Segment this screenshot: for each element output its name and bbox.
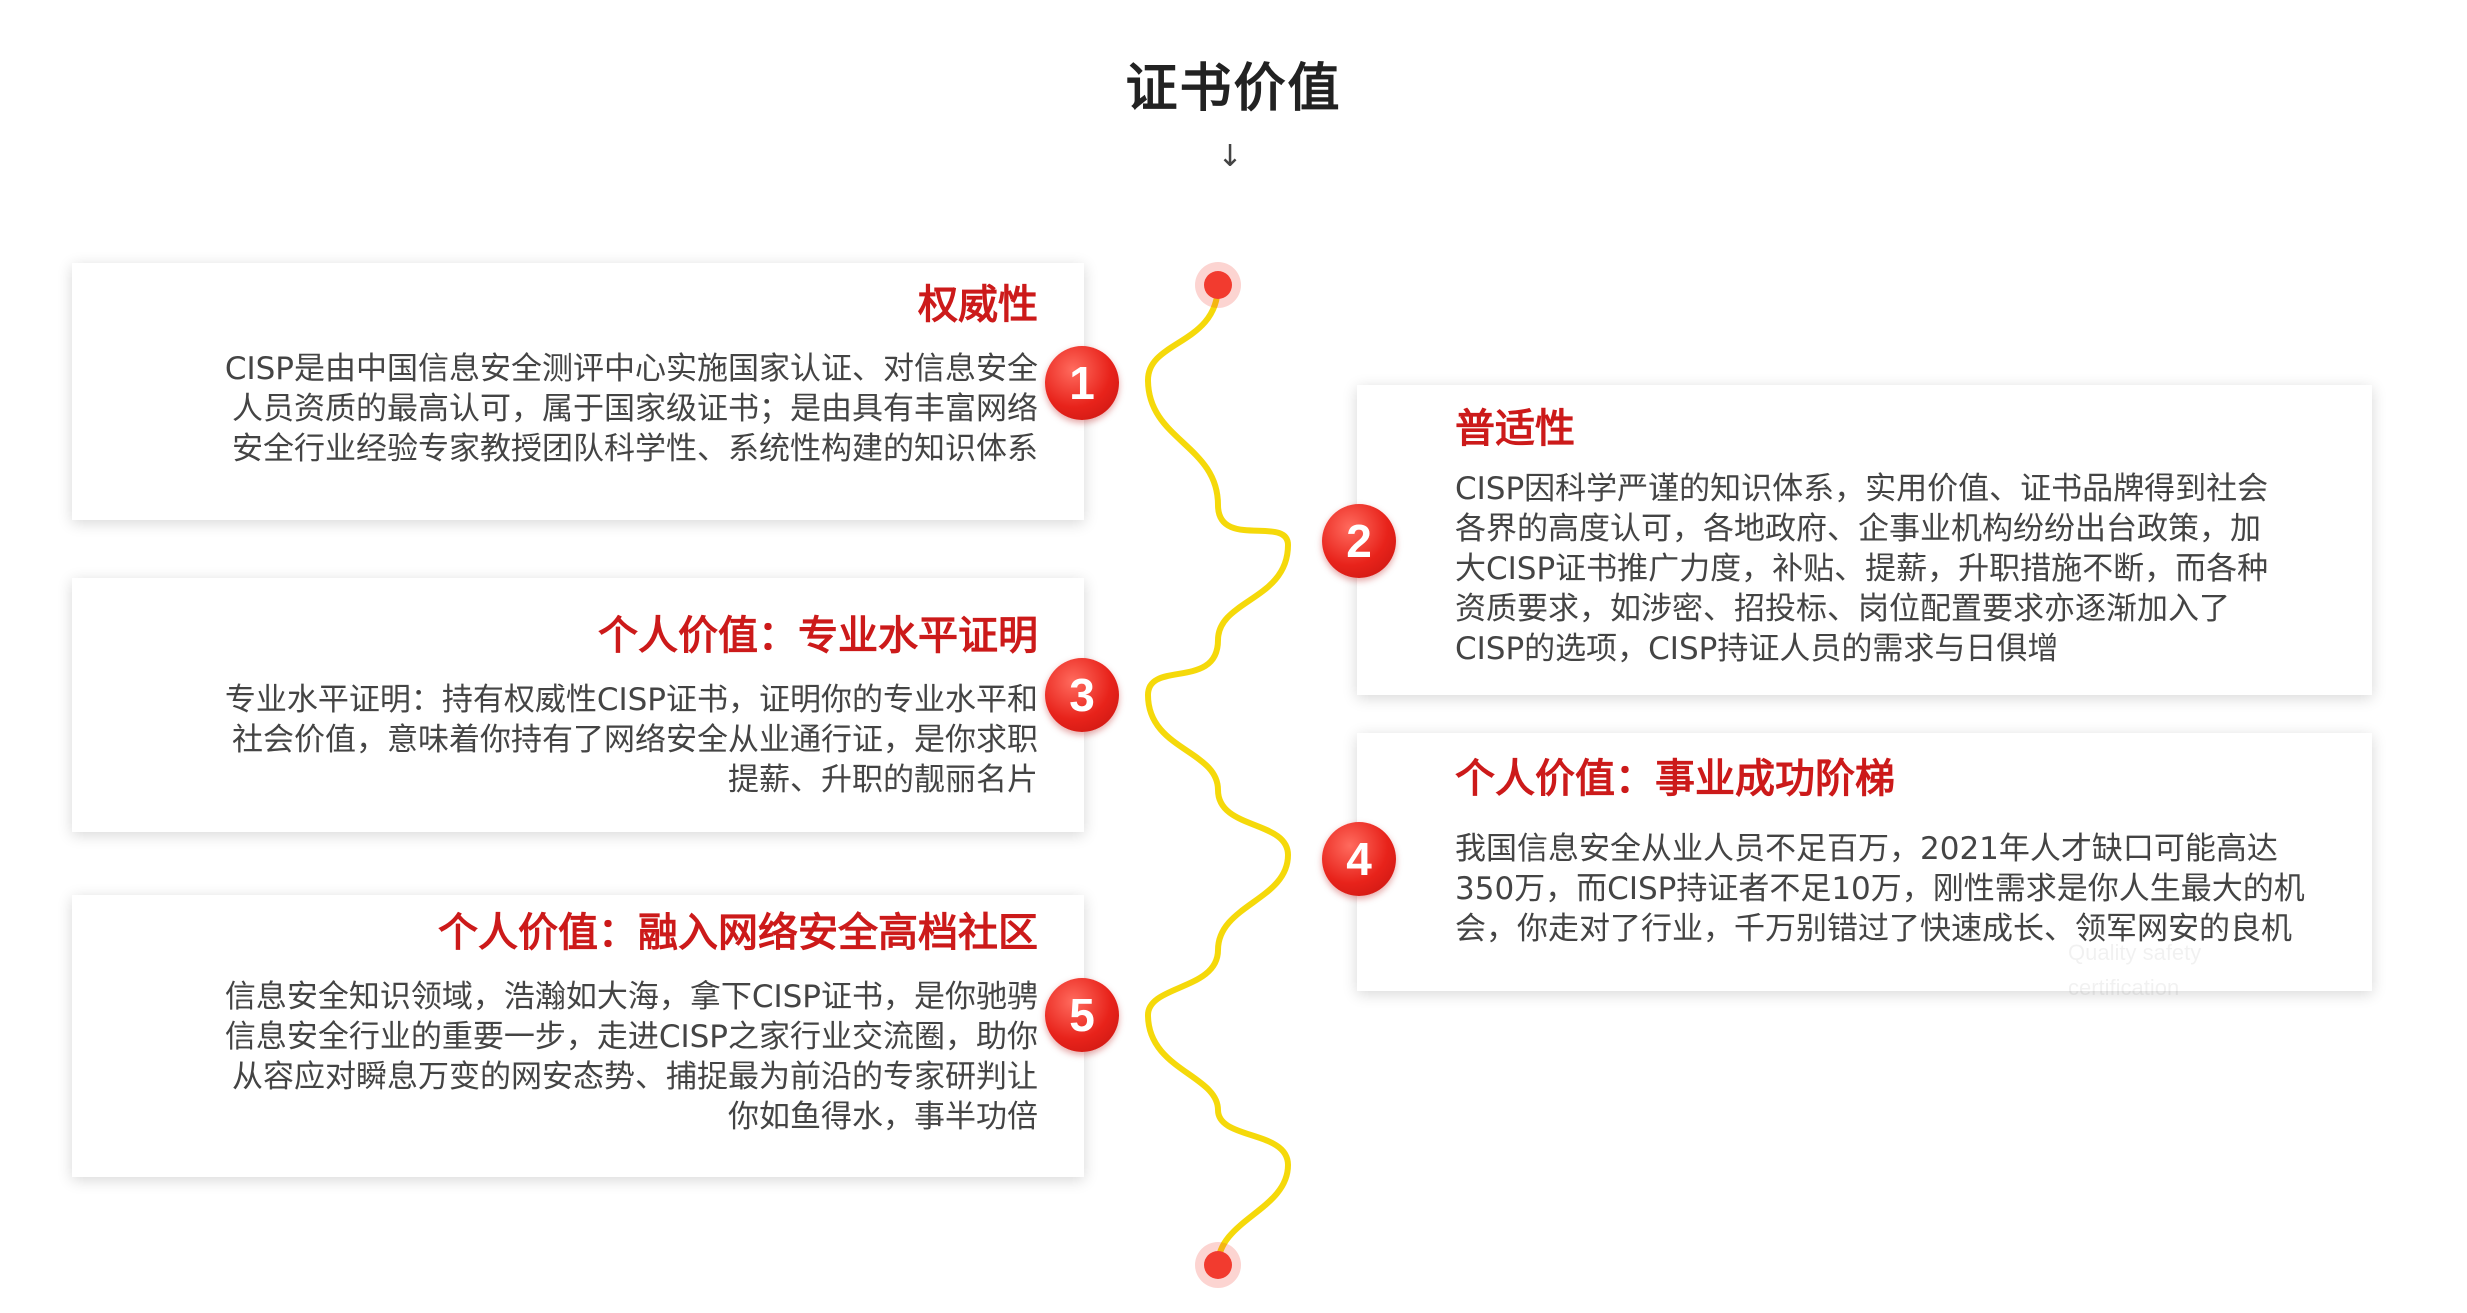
card-authority: 权威性 CISP是由中国信息安全测评中心实施国家认证、对信息安全 人员资质的最高…: [72, 263, 1084, 520]
card-text: 专业水平证明：持有权威性CISP证书，证明你的专业水平和 社会价值，意味着你持有…: [224, 682, 1038, 798]
watermark-line-1: Quality safety: [2068, 940, 2202, 965]
timeline-end-dot: [1204, 1251, 1232, 1279]
card-title: 个人价值：融入网络安全高档社区: [438, 910, 1038, 956]
card-professional-proof: 个人价值：专业水平证明 专业水平证明：持有权威性CISP证书，证明你的专业水平和…: [72, 578, 1084, 832]
card-text: CISP是由中国信息安全测评中心实施国家认证、对信息安全 人员资质的最高认可，属…: [224, 351, 1038, 467]
arrow-down-icon: ↓: [1217, 139, 1243, 174]
step-number-badge: 4: [1322, 822, 1396, 896]
step-number-badge: 1: [1045, 346, 1119, 420]
step-number-badge: 3: [1045, 658, 1119, 732]
card-career-ladder: 个人价值：事业成功阶梯 我国信息安全从业人员不足百万，2021年人才缺口可能高达…: [1357, 733, 2372, 991]
card-title: 个人价值：专业水平证明: [598, 613, 1038, 659]
card-text: 信息安全知识领域，浩瀚如大海，拿下CISP证书，是你驰骋 信息安全行业的重要一步…: [224, 979, 1038, 1135]
watermark-line-2: certification: [2068, 975, 2180, 1000]
card-text: CISP因科学严谨的知识体系，实用价值、证书品牌得到社会 各界的高度认可，各地政…: [1455, 471, 2269, 667]
timeline-line: [1144, 282, 1292, 1268]
page-title: 证书价值: [1125, 59, 1342, 119]
card-title: 普适性: [1455, 406, 1575, 452]
card-title: 权威性: [918, 282, 1038, 328]
card-community: 个人价值：融入网络安全高档社区 信息安全知识领域，浩瀚如大海，拿下CISP证书，…: [72, 895, 1084, 1177]
timeline-start-dot: [1204, 271, 1232, 299]
card-title: 个人价值：事业成功阶梯: [1455, 756, 1895, 802]
step-number-badge: 5: [1045, 978, 1119, 1052]
card-universality: 普适性 CISP因科学严谨的知识体系，实用价值、证书品牌得到社会 各界的高度认可…: [1357, 385, 2372, 695]
card-text: 我国信息安全从业人员不足百万，2021年人才缺口可能高达 350万，而CISP持…: [1455, 831, 2305, 947]
step-number-badge: 2: [1322, 504, 1396, 578]
